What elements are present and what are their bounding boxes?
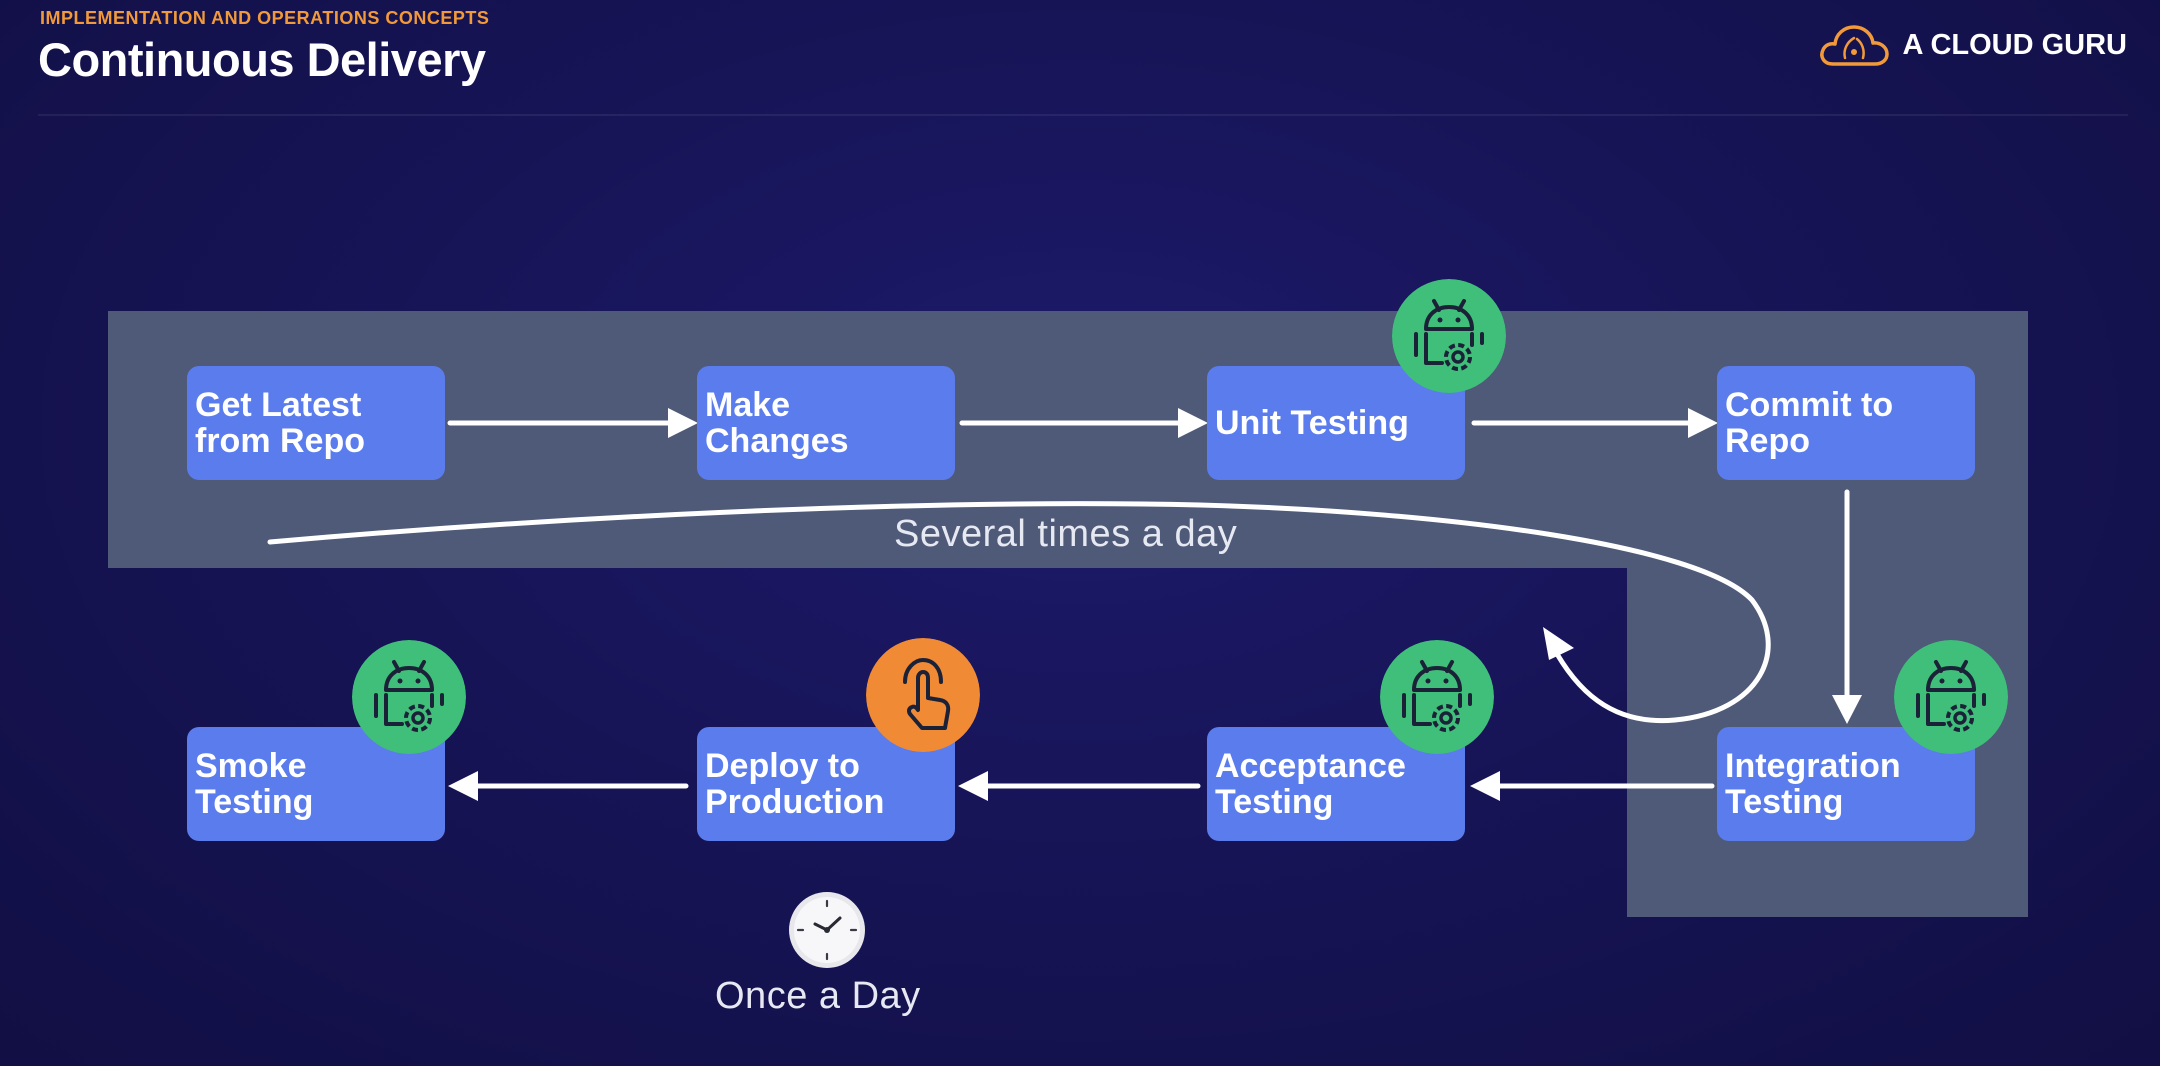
step-label: Smoke Testing <box>195 747 314 821</box>
step-commit-to-repo: Commit to Repo <box>1717 366 1975 480</box>
page-title: Continuous Delivery <box>38 33 486 86</box>
step-label: Integration Testing <box>1725 747 1901 821</box>
loop-back-arrowhead <box>1543 627 1574 660</box>
step-label: Make Changes <box>705 386 849 460</box>
arrow-make-changes-to-unit-testing <box>959 408 1208 438</box>
cloud-logo-icon <box>1819 25 1889 66</box>
step-get-latest: Get Latest from Repo <box>187 366 445 480</box>
caption-several-times-a-day: Several times a day <box>894 513 1238 555</box>
android-gear-icon <box>1894 640 2008 754</box>
android-gear-icon <box>1392 279 1506 393</box>
step-label: Acceptance Testing <box>1215 747 1406 821</box>
arrow-commit-to-integration <box>1832 489 1862 724</box>
header-divider <box>38 114 2128 116</box>
step-make-changes: Make Changes <box>697 366 955 480</box>
step-label: Commit to Repo <box>1725 386 1894 460</box>
android-gear-icon <box>1380 640 1494 754</box>
loop-back-arrow <box>267 501 1771 724</box>
step-label: Unit Testing <box>1215 404 1409 442</box>
arrow-deploy-to-smoke <box>448 771 689 801</box>
section-label: IMPLEMENTATION AND OPERATIONS CONCEPTS <box>40 8 490 28</box>
brand-name: A CLOUD GURU <box>1902 28 2127 61</box>
arrow-get-latest-to-make-changes <box>447 408 698 438</box>
hand-tap-icon <box>866 638 980 752</box>
arrow-unit-testing-to-commit <box>1471 408 1718 438</box>
step-integration-testing: Integration Testing <box>1717 727 1975 841</box>
brand: A CLOUD GURU <box>1817 20 2127 70</box>
step-label: Deploy to Production <box>705 747 885 821</box>
step-deploy-to-production: Deploy to Production <box>697 727 955 841</box>
step-smoke-testing: Smoke Testing <box>187 727 445 841</box>
loop-panel <box>108 311 2028 917</box>
android-gear-icon <box>352 640 466 754</box>
step-label: Get Latest from Repo <box>195 386 365 460</box>
clock-icon <box>789 892 865 968</box>
caption-once-a-day: Once a Day <box>715 975 921 1017</box>
arrow-acceptance-to-deploy <box>958 771 1201 801</box>
arrow-integration-to-acceptance <box>1470 771 1715 801</box>
